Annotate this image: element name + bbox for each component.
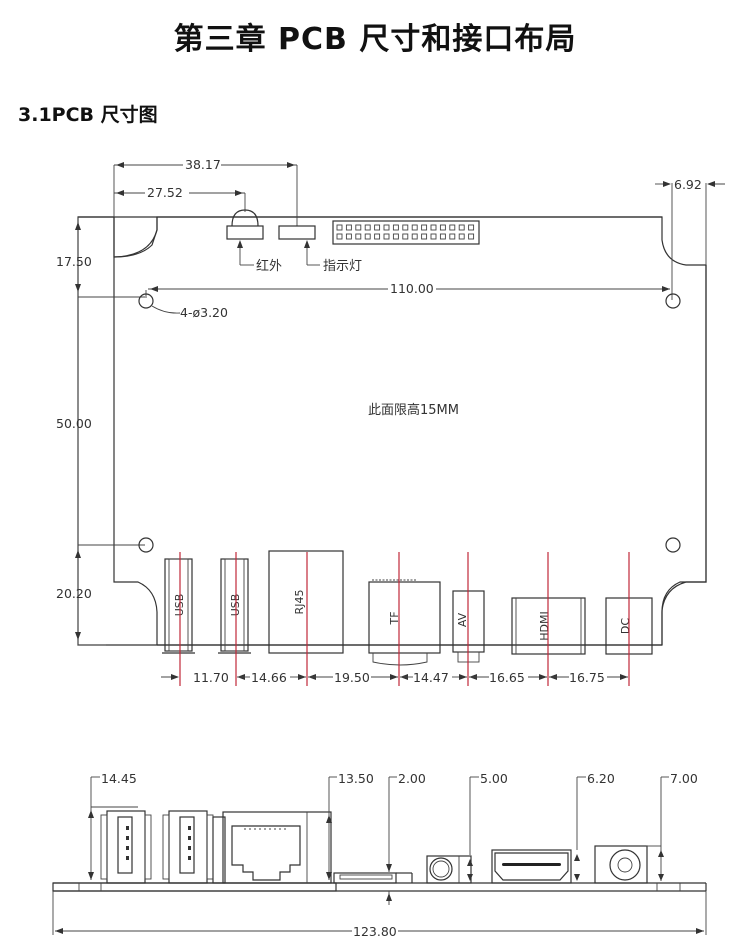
dim-hole-spacing: 110.00 (390, 281, 434, 296)
dim-av-height: 5.00 (480, 771, 508, 786)
top-view: 17.50 50.00 20.20 38.17 27.52 红外 指示灯 (56, 157, 725, 686)
dim-hdmi-height: 6.20 (587, 771, 615, 786)
mounting-hole (665, 293, 681, 309)
gpio-header (332, 220, 480, 245)
gpio-pin (458, 224, 465, 231)
gpio-pin (421, 224, 428, 231)
gpio-pin (411, 233, 418, 240)
port-label: AV (456, 612, 469, 627)
side-usb-2 (162, 810, 214, 884)
page-title: 第三章 PCB 尺寸和接口布局 (173, 22, 577, 57)
dim-total-length: 123.80 (353, 924, 397, 939)
gpio-pin (383, 224, 390, 231)
port-rj45: RJ45 (268, 550, 344, 654)
gpio-pin (336, 224, 343, 231)
dim-left-top: 17.50 (56, 254, 92, 269)
gpio-pin (430, 224, 437, 231)
port-label: RJ45 (293, 590, 306, 615)
gpio-pin (374, 233, 381, 240)
gpio-pin (411, 224, 418, 231)
dim-port-spacing: 14.47 (413, 670, 449, 685)
dim-dc-height: 7.00 (670, 771, 698, 786)
gpio-pin (458, 233, 465, 240)
dim-left-bottom: 20.20 (56, 586, 92, 601)
dim-ir-offset: 27.52 (147, 185, 183, 200)
ir-receiver-dome (231, 209, 259, 227)
gpio-pin (336, 233, 343, 240)
gpio-pin (364, 233, 371, 240)
gpio-pin (355, 233, 362, 240)
ir-receiver (226, 225, 264, 240)
dim-port-spacing: 16.65 (489, 670, 525, 685)
gpio-pin (468, 233, 475, 240)
gpio-pin (421, 233, 428, 240)
side-view: 123.80 14.45 13.50 (52, 771, 707, 939)
board-edge (52, 882, 337, 892)
section-heading: 3.1PCB 尺寸图 (18, 104, 158, 126)
side-av (426, 855, 472, 884)
mounting-hole (665, 537, 681, 553)
dim-rj45-height: 13.50 (338, 771, 374, 786)
dim-port-spacing: 16.75 (569, 670, 605, 685)
gpio-pin (430, 233, 437, 240)
side-rj45 (212, 811, 332, 884)
gpio-pin (345, 224, 352, 231)
dim-left-mid: 50.00 (56, 416, 92, 431)
led-label: 指示灯 (323, 259, 362, 274)
hole-spec: 4-ø3.20 (180, 305, 228, 320)
gpio-pin (374, 224, 381, 231)
gpio-pin (449, 224, 456, 231)
gpio-pin (439, 233, 446, 240)
port-usb-2: USB (218, 558, 251, 654)
gpio-pin (364, 224, 371, 231)
led-indicator (278, 225, 316, 240)
dim-usb-height: 14.45 (101, 771, 137, 786)
mounting-hole (138, 537, 154, 553)
dim-led-offset: 38.17 (185, 157, 221, 172)
port-spacing-dims: 11.70 14.66 19.50 14.47 16.65 16.75 (161, 670, 628, 685)
board-outline (77, 216, 707, 646)
dim-port-spacing: 11.70 (193, 670, 229, 685)
port-usb-1: USB (162, 558, 195, 654)
dim-tf-height: 2.00 (398, 771, 426, 786)
gpio-pin (402, 233, 409, 240)
gpio-pin (392, 233, 399, 240)
gpio-pin (392, 224, 399, 231)
ir-label: 红外 (256, 258, 282, 274)
dim-right-offset: 6.92 (674, 177, 702, 192)
gpio-pin (383, 233, 390, 240)
side-dc (594, 845, 661, 884)
gpio-pin (468, 224, 475, 231)
dim-port-spacing: 19.50 (334, 670, 370, 685)
port-label: DC (619, 618, 632, 634)
port-label: TF (388, 611, 401, 625)
side-tf (333, 872, 413, 884)
gpio-pin (345, 233, 352, 240)
gpio-pin (449, 233, 456, 240)
gpio-frame (332, 220, 480, 245)
side-usb-1 (100, 810, 152, 884)
height-limit-note: 此面限高15MM (368, 402, 459, 418)
dim-port-spacing: 14.66 (251, 670, 287, 685)
side-hdmi (491, 849, 572, 884)
gpio-pin (439, 224, 446, 231)
gpio-pin (402, 224, 409, 231)
gpio-pin (355, 224, 362, 231)
mounting-hole (138, 293, 154, 309)
port-label: HDMI (538, 611, 551, 640)
port-tf: TF (368, 579, 441, 666)
